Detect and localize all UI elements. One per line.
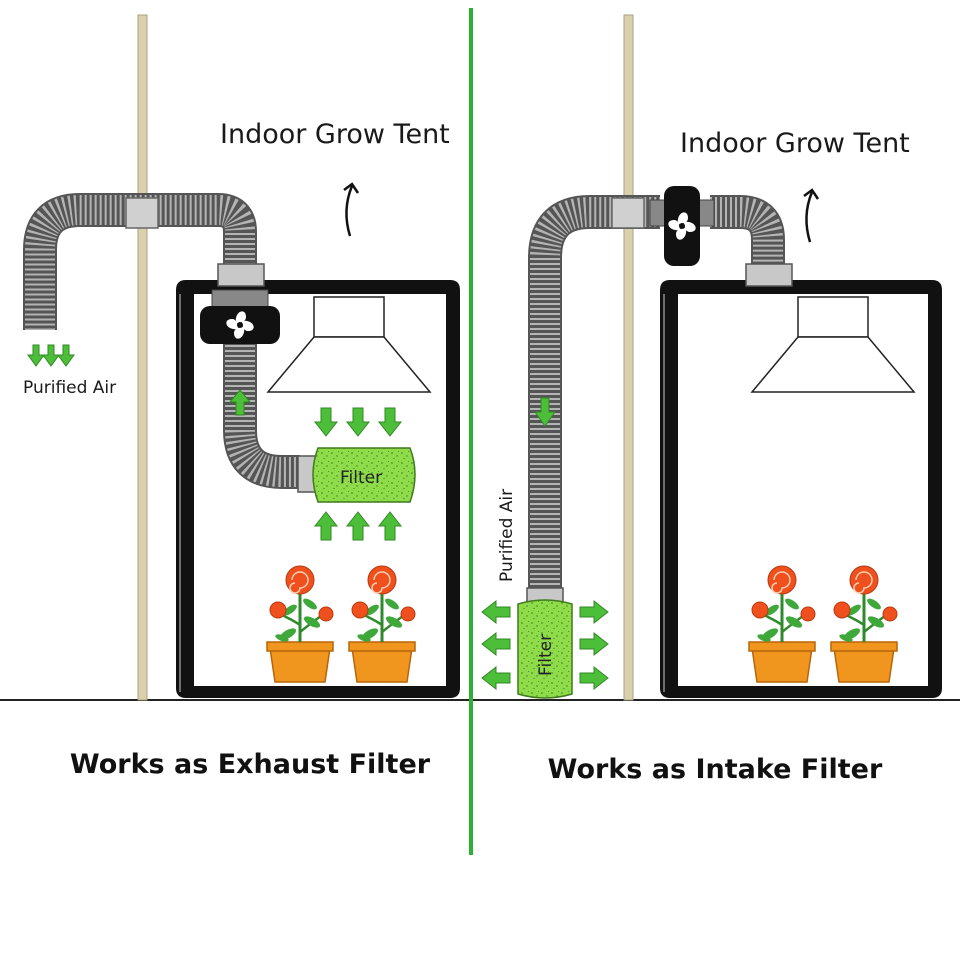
intake-arrows-bottom xyxy=(314,511,402,541)
intake-arrows-right xyxy=(579,600,609,690)
carbon-filter: Filter xyxy=(517,587,573,699)
filter-label: Filter xyxy=(536,634,556,676)
inline-fan xyxy=(200,289,280,344)
inline-fan xyxy=(649,186,715,266)
tent-title: Indoor Grow Tent xyxy=(680,128,910,159)
airflow-down-arrow xyxy=(534,397,556,427)
carbon-filter: Filter xyxy=(297,447,416,503)
right-panel: Purified Air Filter Indoor Grow Tent Wor… xyxy=(481,14,942,785)
tent-port xyxy=(217,263,265,287)
tent-port xyxy=(745,263,793,287)
wall-pole xyxy=(623,14,634,701)
grow-light-icon xyxy=(266,296,432,393)
curved-arrow-icon xyxy=(805,191,814,243)
curved-arrow-icon xyxy=(345,185,354,237)
intake-arrows-top xyxy=(314,407,402,437)
tent-title: Indoor Grow Tent xyxy=(220,119,450,150)
airflow-up-arrow xyxy=(228,389,252,416)
wall-flange xyxy=(611,197,645,229)
left-panel: Filter Purified Air Indoor Grow Tent xyxy=(23,14,460,780)
filter-label: Filter xyxy=(340,468,382,488)
wall-pole xyxy=(137,14,148,701)
intake-arrows-left xyxy=(481,600,511,690)
outside-duct xyxy=(528,195,660,600)
exhaust-caption: Works as Exhaust Filter xyxy=(70,749,431,780)
purified-air-label: Purified Air xyxy=(497,489,517,582)
intake-caption: Works as Intake Filter xyxy=(548,754,883,785)
purified-air-label: Purified Air xyxy=(23,378,116,398)
grow-light-icon xyxy=(750,296,916,393)
outlet-arrows xyxy=(27,344,75,367)
wall-flange xyxy=(125,197,159,229)
